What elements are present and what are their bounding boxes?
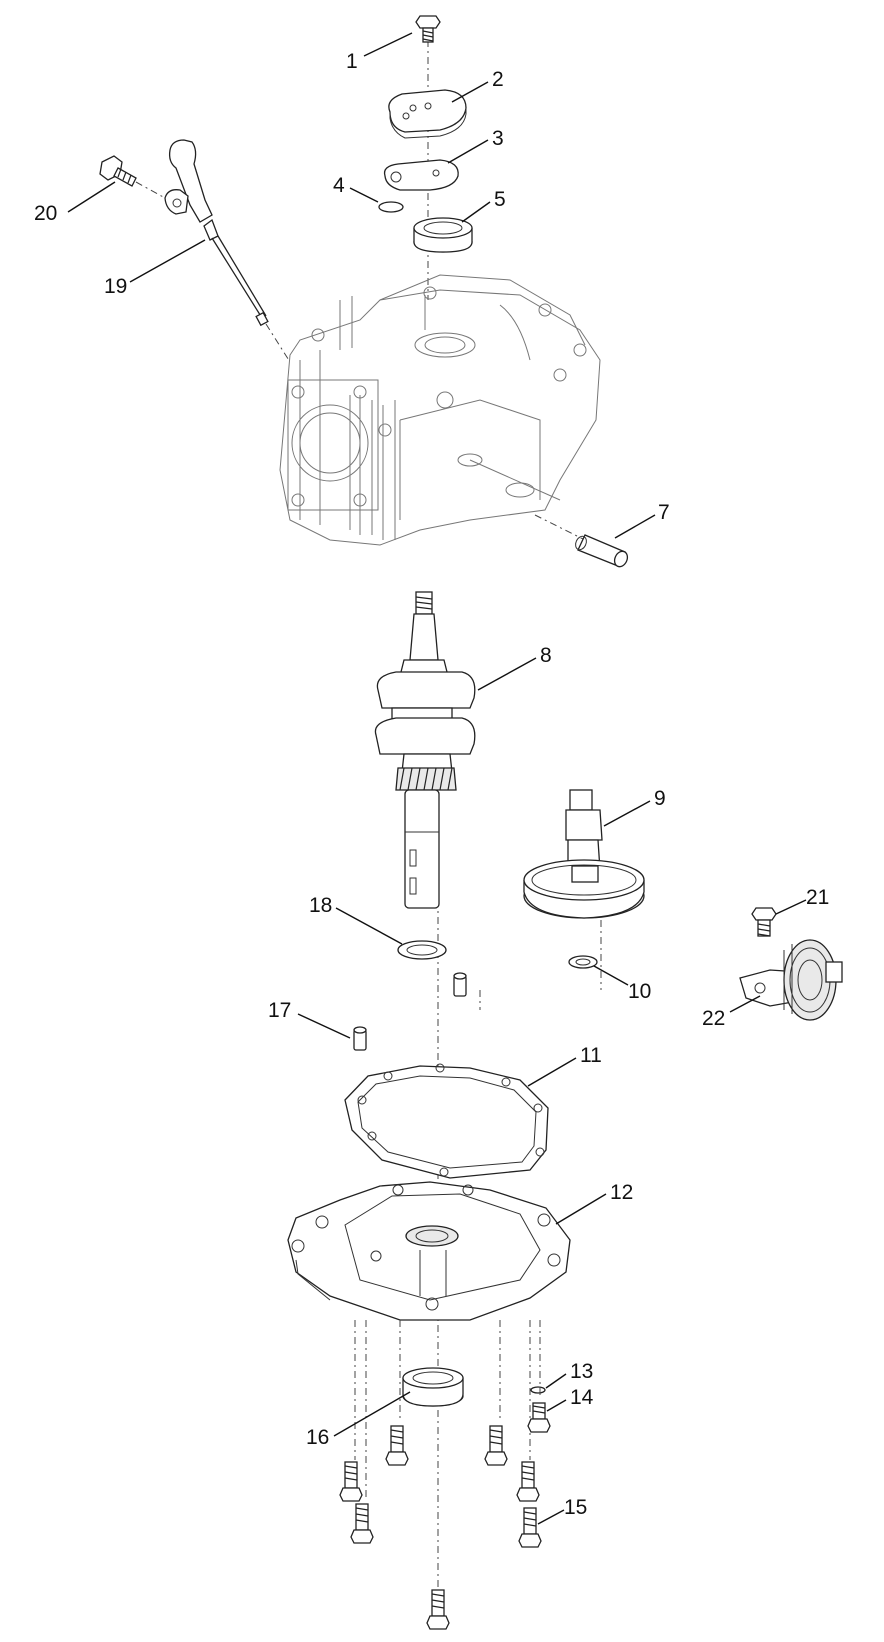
part-14-bolt bbox=[527, 1402, 551, 1433]
callout-19: 19 bbox=[104, 275, 127, 298]
callout-13: 13 bbox=[570, 1360, 593, 1383]
part-13-washer bbox=[530, 1386, 546, 1394]
callout-17: 17 bbox=[268, 999, 291, 1022]
callout-labels: 1 2 3 4 5 7 8 9 10 11 12 13 14 15 16 17 … bbox=[34, 50, 829, 1519]
part-15-bolt bbox=[518, 1507, 542, 1548]
part-7-pin bbox=[534, 514, 629, 568]
crankcase-bolt bbox=[385, 1425, 409, 1466]
callout-7: 7 bbox=[658, 501, 670, 524]
part-4-washer bbox=[378, 201, 404, 213]
crankcase-bolt bbox=[426, 1589, 450, 1630]
leader-lines bbox=[67, 32, 807, 1525]
part-22-governor-assembly bbox=[739, 939, 843, 1021]
callout-21: 21 bbox=[806, 886, 829, 909]
callout-22: 22 bbox=[702, 1007, 725, 1030]
callout-15: 15 bbox=[564, 1496, 587, 1519]
crankcase-bolts bbox=[339, 1320, 551, 1630]
part-8-crankshaft bbox=[374, 591, 476, 909]
crankcase-bolt bbox=[350, 1503, 374, 1544]
callout-3: 3 bbox=[492, 127, 504, 150]
part-21-bolt bbox=[751, 907, 777, 937]
crankcase-bolt bbox=[339, 1461, 363, 1502]
part-3-gasket bbox=[383, 159, 459, 191]
callout-16: 16 bbox=[306, 1426, 329, 1449]
callout-2: 2 bbox=[492, 68, 504, 91]
crankshaft-gear bbox=[395, 767, 457, 791]
callout-20: 20 bbox=[34, 202, 57, 225]
part-5-oil-seal bbox=[413, 217, 473, 253]
callout-10: 10 bbox=[628, 980, 651, 1003]
callout-18: 18 bbox=[309, 894, 332, 917]
part-2-cover-plate bbox=[388, 89, 467, 139]
part-1-bolt bbox=[415, 15, 441, 43]
part-10-washer bbox=[568, 955, 598, 969]
part-11-gasket bbox=[344, 1063, 549, 1179]
crankcase-bolt bbox=[484, 1425, 508, 1466]
part-12-crankcase-cover bbox=[287, 1181, 571, 1321]
callout-8: 8 bbox=[540, 644, 552, 667]
callout-4: 4 bbox=[333, 174, 345, 197]
callout-11: 11 bbox=[580, 1044, 602, 1067]
part-19-dipstick bbox=[164, 139, 291, 363]
callout-14: 14 bbox=[570, 1386, 594, 1409]
part-18-washer bbox=[397, 940, 447, 960]
crankcase-bolt bbox=[516, 1461, 540, 1502]
callout-12: 12 bbox=[610, 1181, 633, 1204]
callout-1: 1 bbox=[346, 50, 358, 73]
callout-5: 5 bbox=[494, 188, 506, 211]
part-9-camshaft bbox=[523, 789, 645, 919]
part-16-oil-seal bbox=[402, 1367, 464, 1407]
callout-9: 9 bbox=[654, 787, 666, 810]
part-20-bolt bbox=[99, 155, 166, 199]
part-17-dowel-pins bbox=[353, 972, 467, 1051]
engine-block bbox=[279, 274, 601, 546]
